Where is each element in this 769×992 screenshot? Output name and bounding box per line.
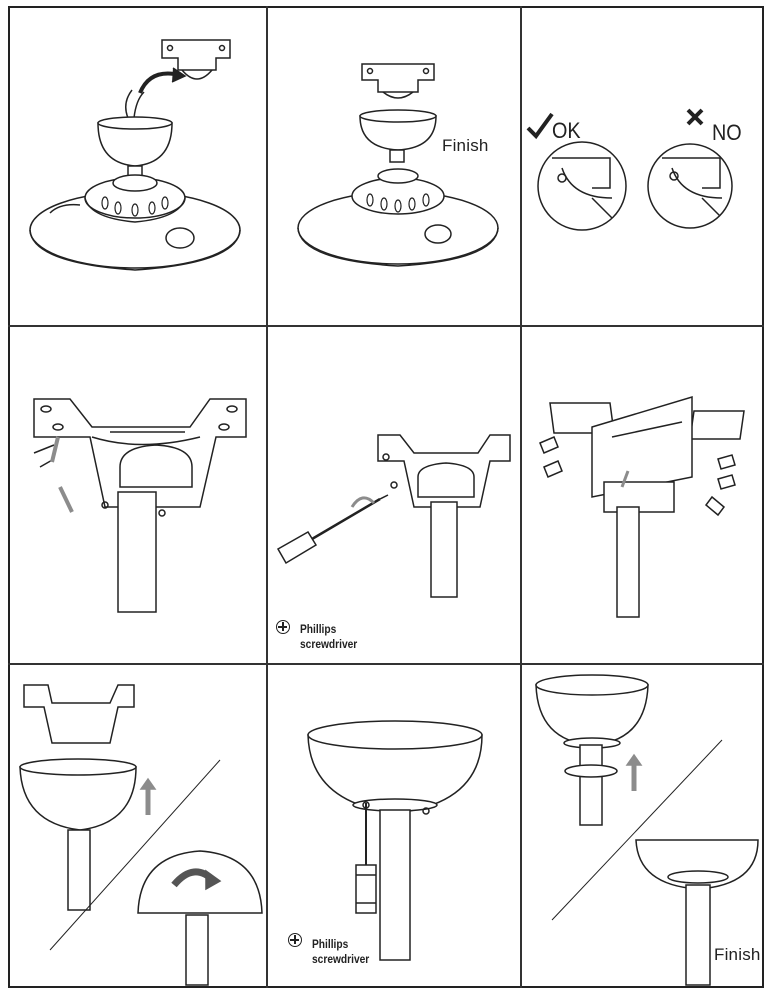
step-panel-5: Phillips screwdriver: [268, 327, 519, 662]
wire-nuts: [539, 436, 736, 517]
screwdriver: [276, 494, 389, 565]
tool-label-line2: screwdriver: [300, 637, 358, 651]
screwdriver: [355, 803, 377, 914]
tool-label-line2: screwdriver: [312, 952, 370, 966]
step-panel-1: [10, 8, 265, 324]
finish-label: Finish: [714, 945, 761, 964]
grid-divider: [8, 663, 764, 665]
ok-no-comparison: [526, 108, 733, 231]
step-panel-3: OK NO: [522, 8, 762, 324]
ok-label: OK: [552, 118, 581, 143]
phillips-screw-icon: [276, 620, 290, 634]
screw-arrow: [50, 436, 60, 463]
canopy-closeup: [137, 850, 263, 914]
step-panel-7: [10, 665, 265, 986]
connector-box: [591, 395, 693, 498]
step-panel-2: Finish: [268, 8, 519, 324]
check-icon: [526, 112, 554, 140]
phillips-screw-icon: [288, 933, 302, 947]
divider-diagonal: [49, 759, 221, 951]
step-panel-8: Phillips screwdriver: [268, 665, 519, 986]
lift-arrowhead: [171, 67, 187, 83]
downrod: [579, 744, 603, 826]
x-icon: [686, 108, 704, 126]
trim-ring-illustration: [535, 674, 759, 986]
finish-label: Finish: [442, 136, 489, 155]
canopy-screw-illustration: [307, 720, 483, 961]
no-label: NO: [712, 120, 742, 145]
up-arrowhead: [139, 777, 157, 790]
grid-divider: [266, 6, 268, 988]
trim-ring: [564, 764, 618, 778]
tool-label-line1: Phillips: [312, 937, 349, 951]
canopy-raise-illustration: [19, 684, 263, 986]
downrod: [616, 506, 640, 618]
downrod: [67, 829, 91, 911]
step-panel-6: [522, 327, 762, 662]
step-panel-9: Finish: [522, 665, 762, 986]
downrod: [117, 491, 157, 613]
mounting-bracket: [161, 39, 231, 80]
downrod: [430, 501, 458, 598]
tool-label-line1: Phillips: [300, 622, 337, 636]
mounting-bracket: [361, 63, 435, 93]
screwdriver-bracket-illustration: [276, 434, 511, 598]
tool-label: Phillips screwdriver: [300, 622, 357, 652]
grid-divider: [520, 6, 522, 988]
ok-detail-circle: [537, 141, 627, 231]
canopy: [19, 766, 137, 831]
step-panel-4: [10, 327, 265, 662]
bracket-screw-illustration: [33, 398, 247, 613]
fan-body-hook-illustration: [29, 39, 241, 271]
divider-diagonal: [551, 739, 723, 921]
fan-hung-illustration: [297, 63, 499, 267]
panel-grid: [8, 6, 764, 988]
tool-label: Phillips screwdriver: [312, 937, 369, 967]
wire-connection-illustration: [539, 395, 745, 618]
push-arrow: [620, 470, 630, 488]
screw-arrow: [58, 486, 74, 513]
downrod: [379, 809, 411, 961]
rotate-arrow: [350, 496, 376, 508]
grid-divider: [8, 325, 764, 327]
mounting-bracket: [23, 684, 135, 744]
